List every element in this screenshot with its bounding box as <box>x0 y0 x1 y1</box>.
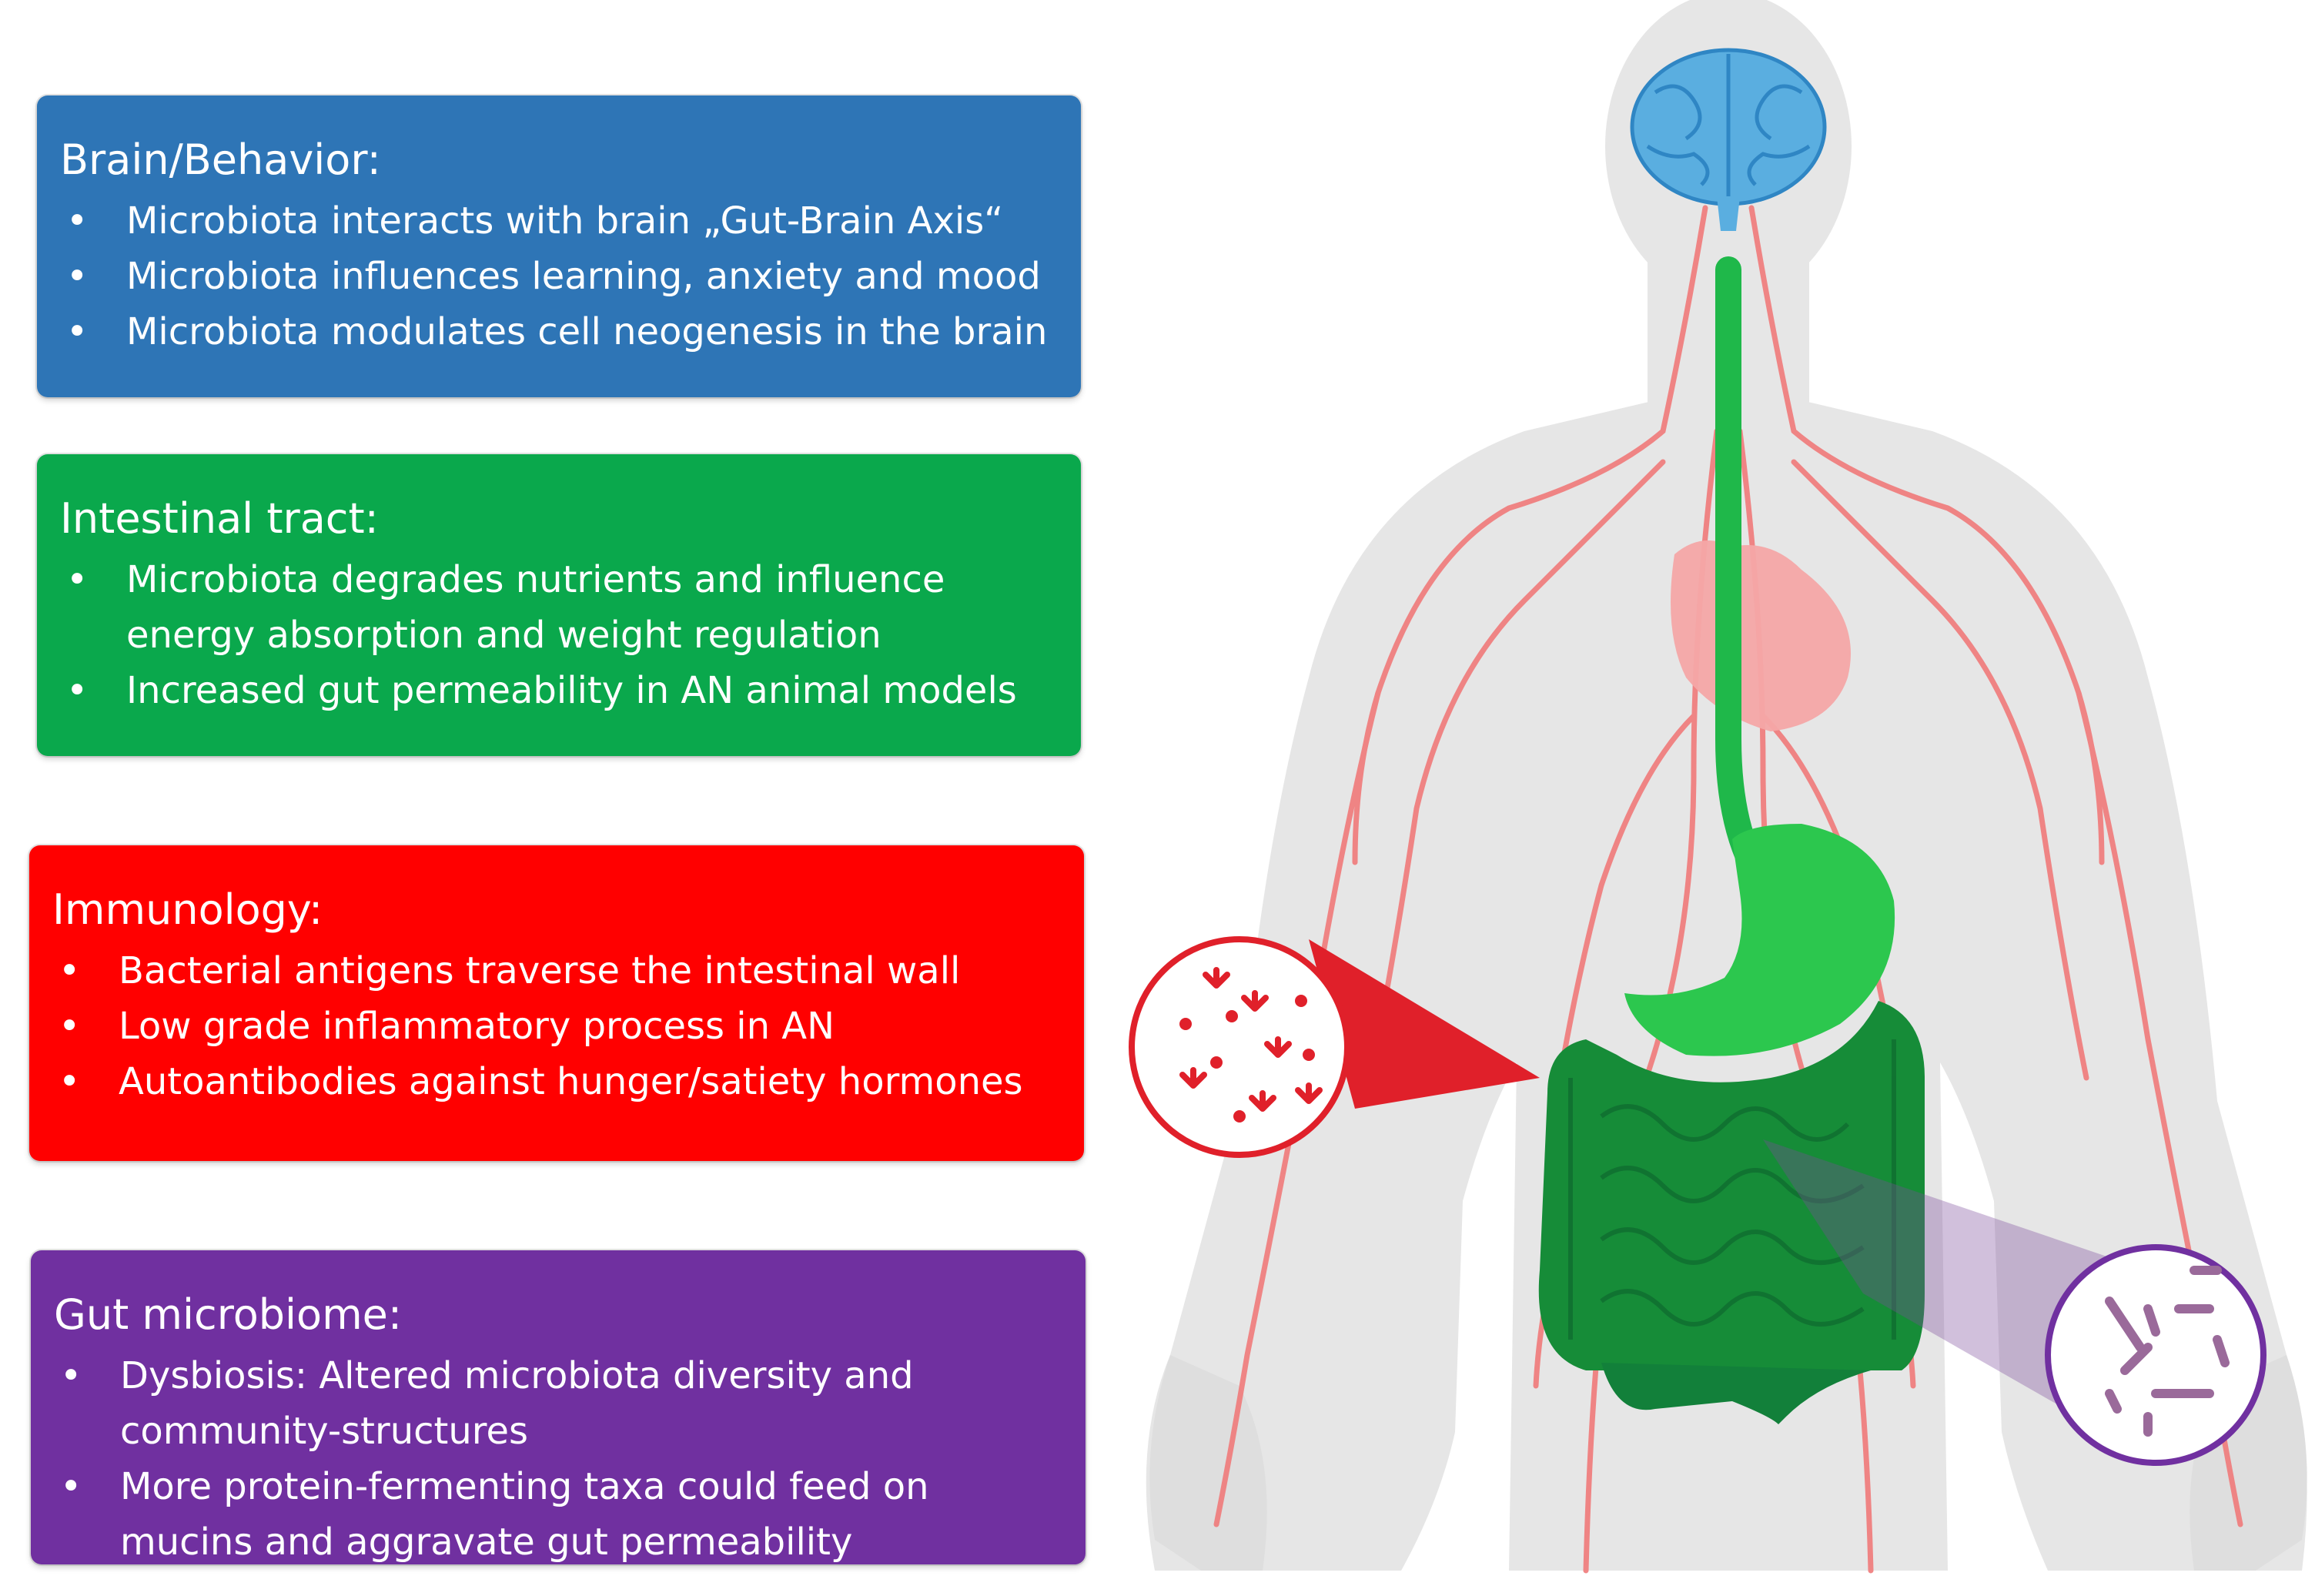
list-item: •Autoantibodies against hunger/satiety h… <box>52 1054 1061 1109</box>
human-body-illustration <box>1129 0 2307 1574</box>
list-item: •Dysbiosis: Altered microbiota diversity… <box>54 1348 1062 1459</box>
list-item: •Bacterial antigens traverse the intesti… <box>52 943 1061 999</box>
list-item: •More protein-fermenting taxa could feed… <box>54 1459 1062 1570</box>
panel-title: Brain/Behavior: <box>60 136 381 184</box>
bullet-list: •Microbiota degrades nutrients and influ… <box>60 552 1058 718</box>
bullet-icon: • <box>66 254 89 298</box>
bullet-icon: • <box>66 557 89 601</box>
brain-icon <box>1630 48 1827 231</box>
bullet-icon: • <box>59 1059 81 1103</box>
bullet-icon: • <box>66 668 89 712</box>
list-item: •Increased gut permeability in AN animal… <box>60 663 1058 718</box>
intestine-icon <box>1538 1001 1925 1424</box>
gut-microbiome-panel: Gut microbiome: •Dysbiosis: Altered micr… <box>31 1250 1086 1564</box>
panel-title: Intestinal tract: <box>60 494 379 543</box>
panel-title: Gut microbiome: <box>54 1290 403 1339</box>
list-item: •Microbiota modulates cell neogenesis in… <box>60 304 1058 360</box>
bullet-icon: • <box>66 199 89 243</box>
antibody-magnifier-icon <box>1129 936 1540 1158</box>
bullet-list: •Microbiota interacts with brain „Gut-Br… <box>60 193 1058 360</box>
bullet-icon: • <box>59 1004 81 1048</box>
brain-behavior-panel: Brain/Behavior: •Microbiota interacts wi… <box>37 95 1081 397</box>
list-item: •Microbiota influences learning, anxiety… <box>60 249 1058 304</box>
intestinal-tract-panel: Intestinal tract: •Microbiota degrades n… <box>37 454 1081 756</box>
panel-title: Immunology: <box>52 885 323 934</box>
immunology-panel: Immunology: •Bacterial antigens traverse… <box>29 845 1084 1161</box>
stomach-icon <box>1624 824 1895 1056</box>
list-item: •Microbiota interacts with brain „Gut-Br… <box>60 193 1058 249</box>
bullet-list: •Bacterial antigens traverse the intesti… <box>52 943 1061 1109</box>
bullet-icon: • <box>66 309 89 353</box>
list-item: •Microbiota degrades nutrients and influ… <box>60 552 1058 663</box>
bullet-icon: • <box>60 1353 82 1397</box>
bacteria-magnifier-icon <box>1763 1139 2266 1466</box>
list-item: •Low grade inflammatory process in AN <box>52 999 1061 1054</box>
bullet-icon: • <box>59 949 81 992</box>
bullet-icon: • <box>60 1464 82 1508</box>
bullet-list: •Dysbiosis: Altered microbiota diversity… <box>54 1348 1062 1570</box>
